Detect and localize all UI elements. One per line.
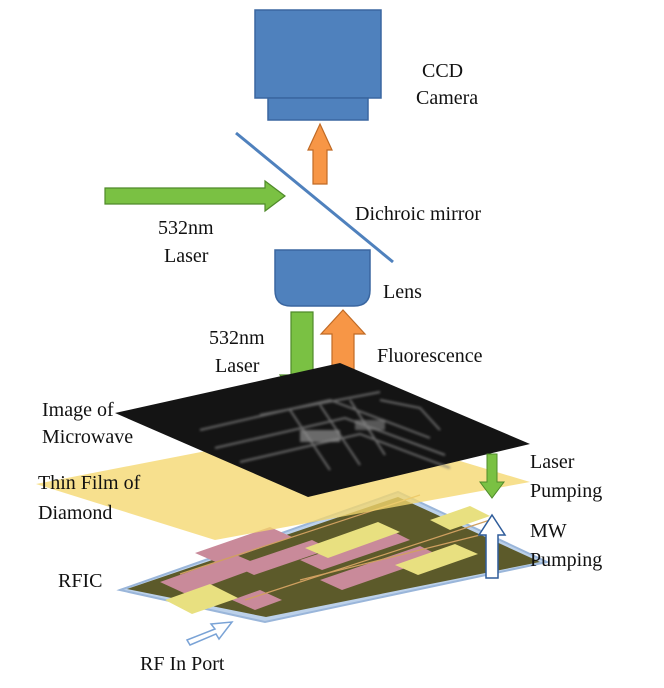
rfic-pink-pad-1 bbox=[160, 555, 262, 594]
laser-top-label-line2: Laser bbox=[164, 245, 209, 267]
rfic-yellow-pad-2 bbox=[305, 522, 400, 558]
rfic-label: RFIC bbox=[58, 570, 102, 592]
ccd-label-line2: Camera bbox=[416, 87, 478, 109]
rfic-yellow-pad-3 bbox=[395, 544, 478, 575]
mw-pumping-label-line1: MW bbox=[530, 520, 567, 542]
microwave-image bbox=[115, 363, 530, 497]
rfic-yellow-pad-4 bbox=[430, 506, 490, 530]
laser-mid-label-line1: 532nm bbox=[209, 327, 265, 349]
laser-pumping-arrow bbox=[479, 453, 505, 499]
rf-in-port-arrow bbox=[185, 621, 234, 646]
rfic-pink-pad-4 bbox=[300, 530, 410, 570]
laser-mid-label-line2: Laser bbox=[215, 355, 260, 377]
film-label-line2: Diamond bbox=[38, 502, 112, 524]
ccd-camera-mount bbox=[267, 97, 369, 121]
image-label-line1: Image of bbox=[42, 399, 114, 421]
laser-pumping-label-line1: Laser bbox=[530, 451, 575, 473]
rfic-chip bbox=[116, 490, 551, 624]
rfic-trace-2 bbox=[244, 519, 491, 601]
lens-label: Lens bbox=[383, 281, 422, 303]
ccd-label-line1: CCD bbox=[422, 60, 463, 82]
microwave-image-traces bbox=[199, 391, 451, 471]
ccd-camera-body bbox=[254, 9, 382, 99]
rfic-pink-pad-3 bbox=[235, 540, 330, 575]
fluorescence-label: Fluorescence bbox=[377, 345, 483, 367]
rfic-pink-pad-6 bbox=[232, 590, 282, 610]
image-label-line2: Microwave bbox=[42, 426, 133, 448]
lens bbox=[274, 249, 371, 307]
rf-in-port-label: RF In Port bbox=[140, 653, 225, 675]
laser-arrow-top bbox=[104, 179, 286, 213]
ccd-camera bbox=[254, 9, 382, 121]
mw-pumping-label-line2: Pumping bbox=[530, 549, 602, 571]
laser-top-label-line1: 532nm bbox=[158, 217, 214, 239]
rfic-yellow-pad-1 bbox=[165, 584, 238, 614]
rfic-pink-pad-5 bbox=[320, 546, 440, 590]
film-label-line1: Thin Film of bbox=[38, 472, 141, 494]
fluorescence-arrow-to-camera bbox=[307, 122, 333, 185]
dichroic-label: Dichroic mirror bbox=[355, 203, 481, 225]
dichroic-mirror bbox=[235, 131, 394, 264]
rfic-pink-pad-2 bbox=[195, 527, 292, 563]
rfic-trace-3 bbox=[299, 534, 481, 581]
laser-pumping-label-line2: Pumping bbox=[530, 480, 602, 502]
mw-pumping-arrow bbox=[477, 513, 507, 579]
